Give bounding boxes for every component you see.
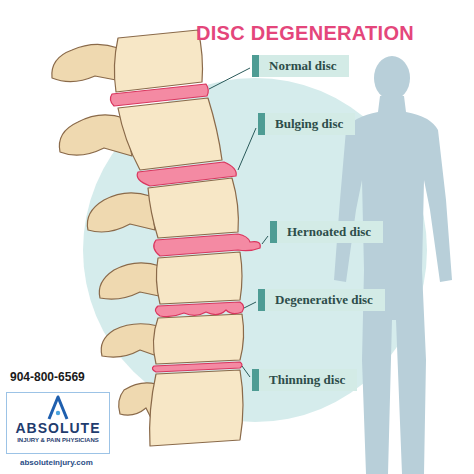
logo-name: ABSOLUTE	[7, 420, 109, 436]
banner-text: Degenerative disc	[275, 292, 373, 308]
label-banner: Degenerative disc	[258, 289, 385, 311]
label-banner: Bulging disc	[258, 113, 355, 135]
label-banner: Normal disc	[252, 55, 349, 77]
banner-text: Normal disc	[269, 58, 337, 74]
discs	[110, 84, 260, 372]
logo-tagline: INJURY & PAIN PHYSICIANS	[7, 436, 109, 445]
phone-number: 904-800-6569	[10, 370, 85, 384]
banner-text: Bulging disc	[275, 116, 343, 132]
banner-text: Thinning disc	[269, 372, 345, 388]
website: absoluteinjury.com	[20, 458, 93, 467]
title: DISC DEGENERATION	[196, 22, 414, 45]
label-banner: Hernoated disc	[270, 221, 383, 243]
label-banner: Thinning disc	[252, 369, 357, 391]
banner-text: Hernoated disc	[287, 224, 371, 240]
logo-box: ABSOLUTEINJURY & PAIN PHYSICIANS	[6, 392, 110, 454]
logo-icon	[49, 397, 67, 419]
